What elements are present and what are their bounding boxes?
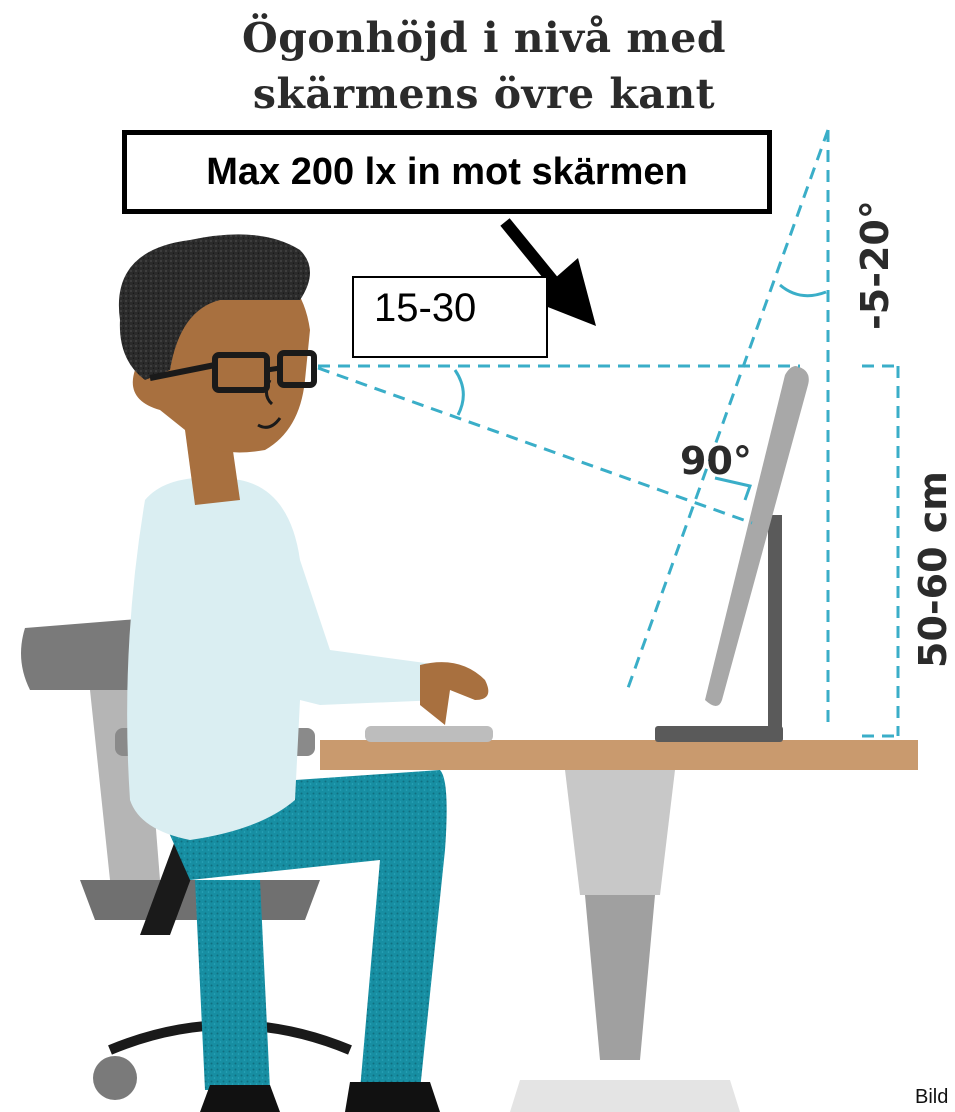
right-angle-label: 90° [680, 439, 752, 483]
gaze-line [317, 366, 753, 525]
monitor [655, 366, 809, 742]
title-line-1: Ögonhöjd i nivå med [241, 14, 726, 62]
angle-arcs [453, 283, 827, 501]
guide-lines [317, 129, 900, 738]
viewing-distance-label: 50-60 cm [911, 471, 955, 668]
screen-tilt-label: -5-20° [853, 200, 897, 330]
light-limit-callout: Max 200 lx in mot skärmen [122, 130, 772, 214]
keyboard [365, 726, 493, 742]
title-line-2: skärmens övre kant [252, 70, 716, 118]
glasses-icon [149, 350, 317, 393]
gaze-angle-callout: 15-30 [352, 276, 548, 358]
person [118, 234, 489, 1112]
desk [320, 740, 918, 1112]
image-credit: Bild [915, 1086, 949, 1108]
arrow-icon [500, 218, 596, 326]
